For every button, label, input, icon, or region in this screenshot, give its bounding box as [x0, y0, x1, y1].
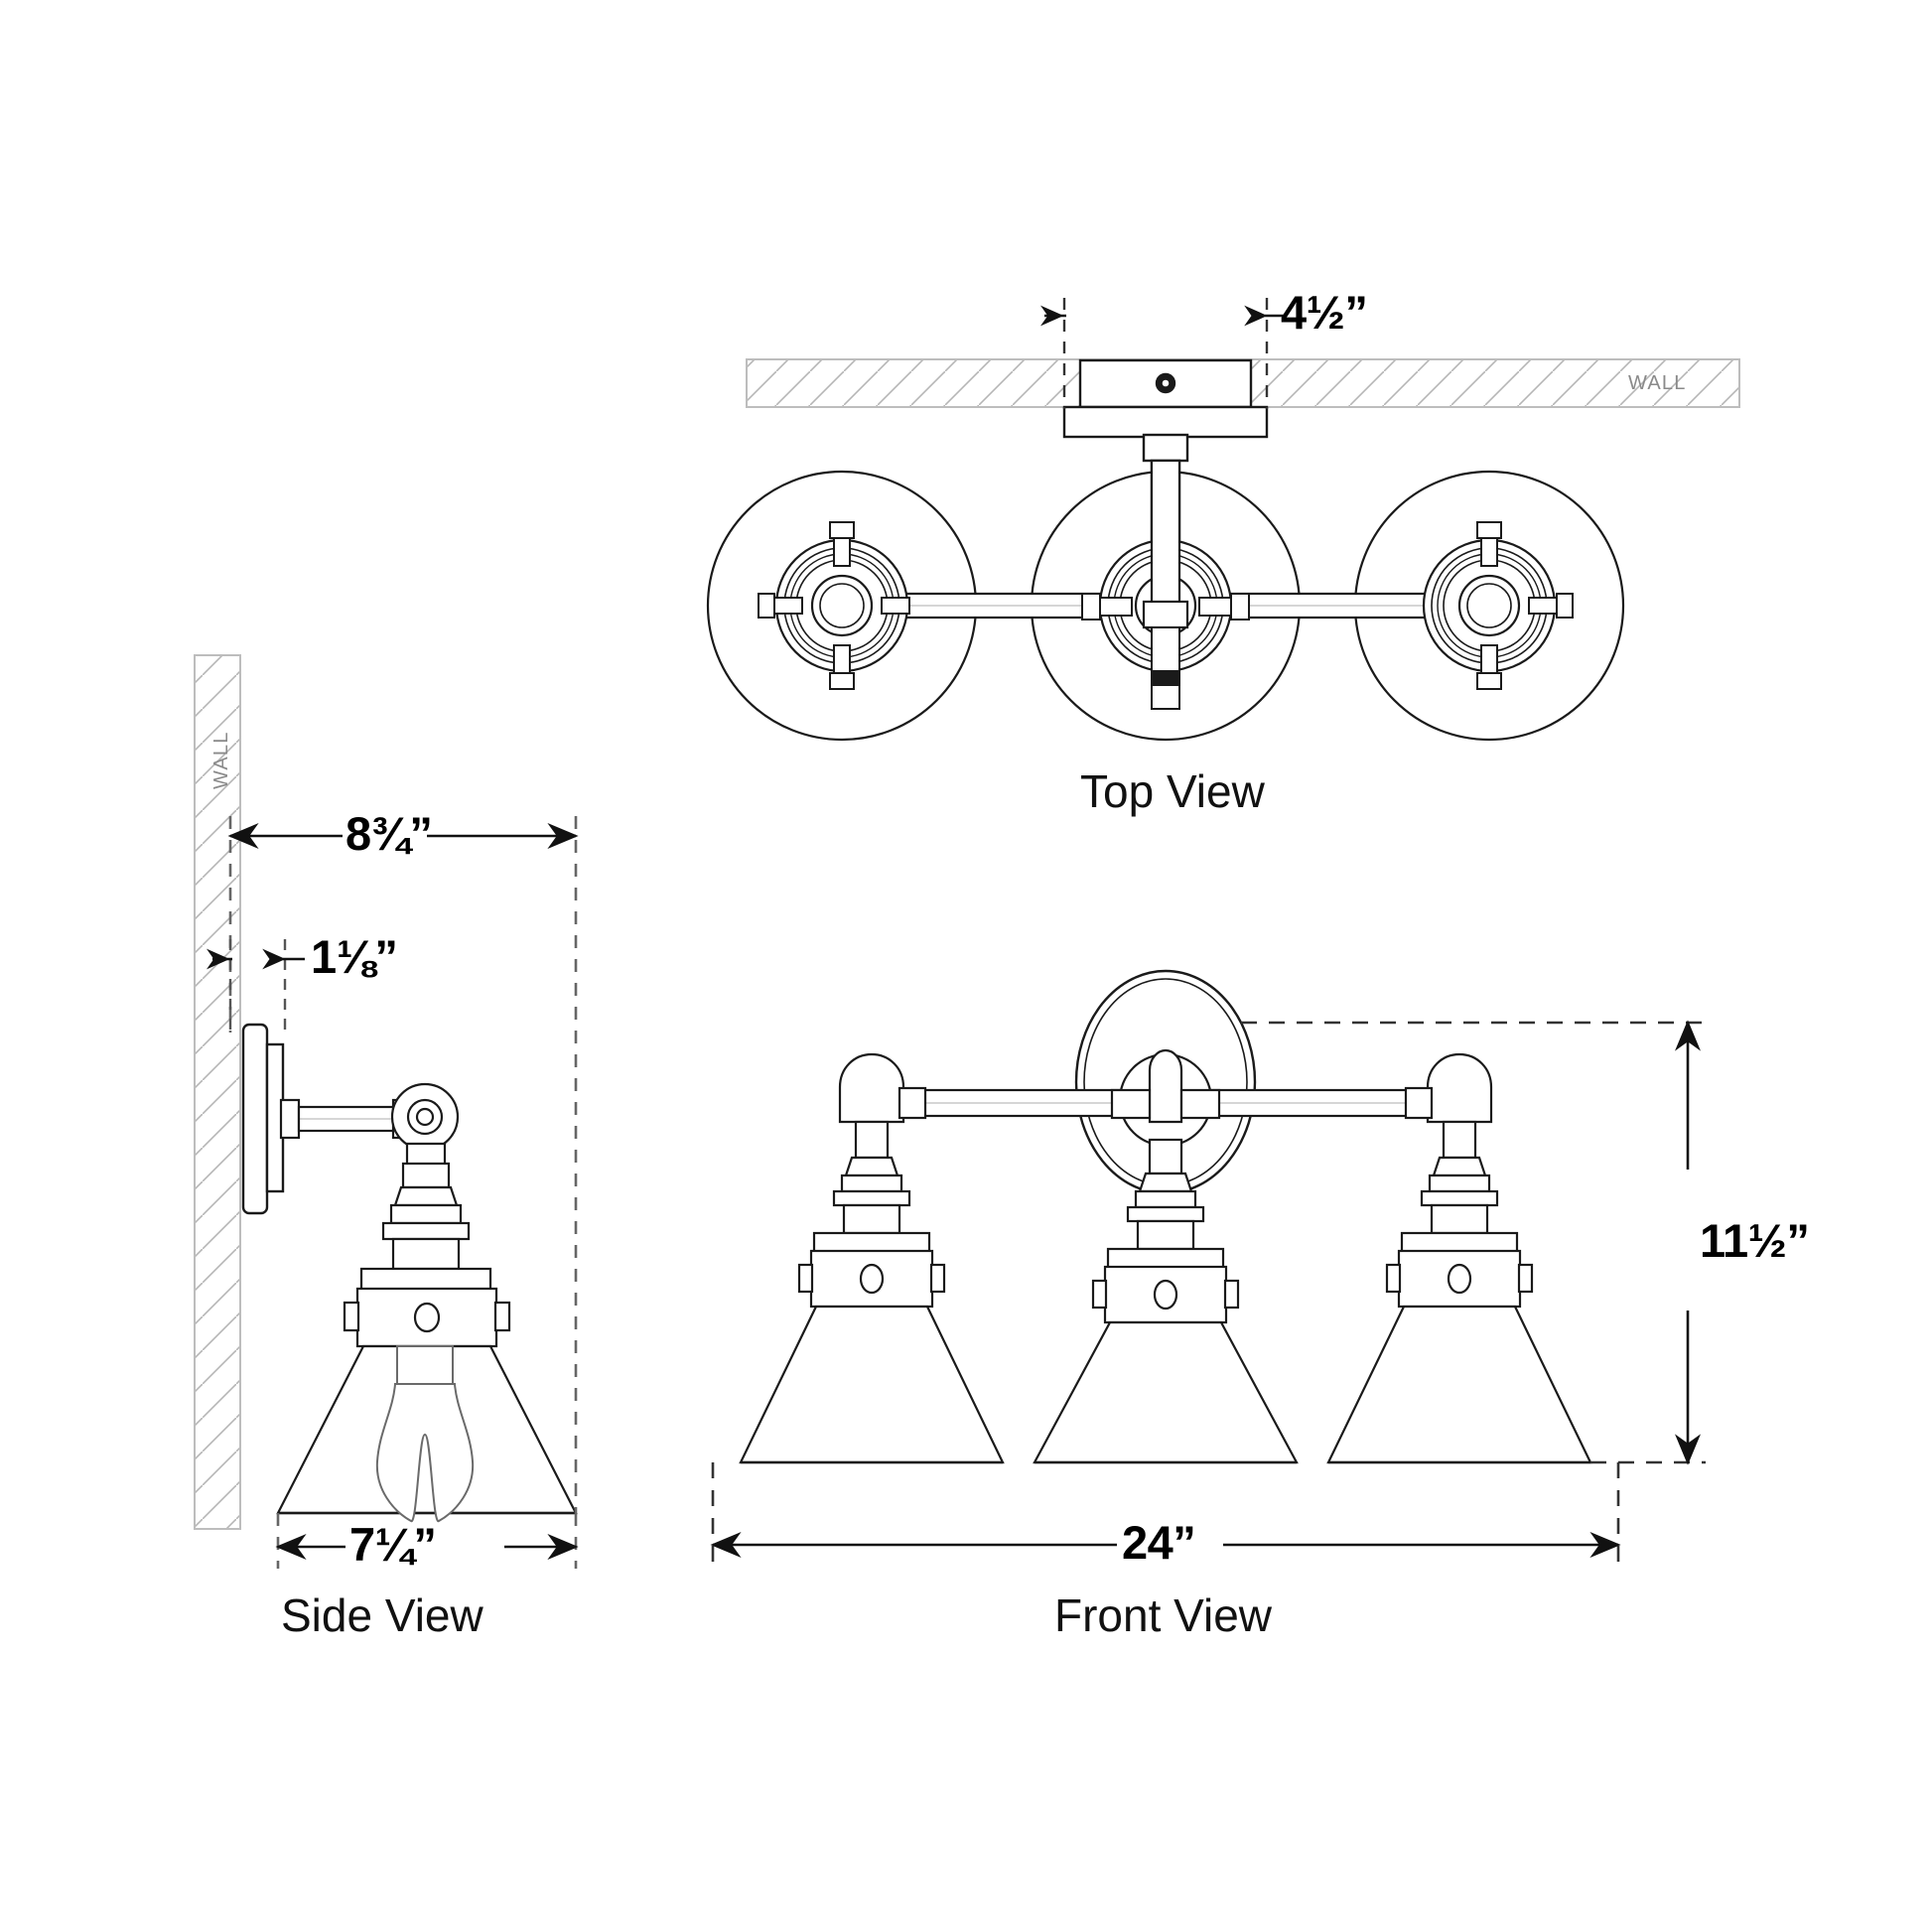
dimension-label-24: 24” — [1122, 1516, 1196, 1569]
side-view-group — [194, 654, 579, 1569]
view-label-side: Side View — [281, 1589, 483, 1641]
top-view-group — [706, 298, 1740, 742]
side-view-dimension-1-125 — [207, 939, 305, 1038]
top-view-socket-center — [1081, 459, 1250, 710]
top-view-socket-left — [758, 521, 910, 690]
side-view-dimension-7-25 — [275, 1513, 579, 1569]
view-label-front: Front View — [1054, 1589, 1273, 1641]
dimension-label-7-25: 7¼” — [349, 1518, 437, 1571]
front-view-dimension-24 — [710, 1462, 1621, 1569]
top-view-socket-right — [1422, 521, 1574, 690]
side-view-dimension-8-75 — [227, 816, 579, 1513]
side-view-wall — [194, 654, 241, 1530]
dimension-label-11-5: 11½” — [1700, 1214, 1810, 1267]
view-label-top: Top View — [1080, 765, 1265, 817]
side-view-fitter — [343, 1287, 511, 1348]
wall-label-side-view: WALL — [210, 731, 232, 789]
dimension-label-4-5: 4½” — [1281, 286, 1368, 339]
side-view-socket-stack — [359, 1185, 492, 1293]
wall-label-top-view: WALL — [1628, 372, 1687, 394]
front-view-group — [710, 969, 1706, 1569]
front-view-lamp-center — [1033, 1048, 1299, 1464]
side-view-bulb — [375, 1345, 475, 1523]
front-view-lamp-left — [739, 1052, 1005, 1464]
top-view-dimension-4-5 — [1040, 298, 1287, 409]
side-view-elbow — [390, 1082, 460, 1189]
side-view-backplate — [241, 1023, 285, 1215]
dimension-label-8-75: 8¾” — [345, 807, 433, 860]
dimension-label-1-125: 1⅛” — [311, 930, 398, 983]
front-view-dimension-11-5 — [1241, 1020, 1706, 1465]
front-view-lamp-right — [1326, 1052, 1592, 1464]
